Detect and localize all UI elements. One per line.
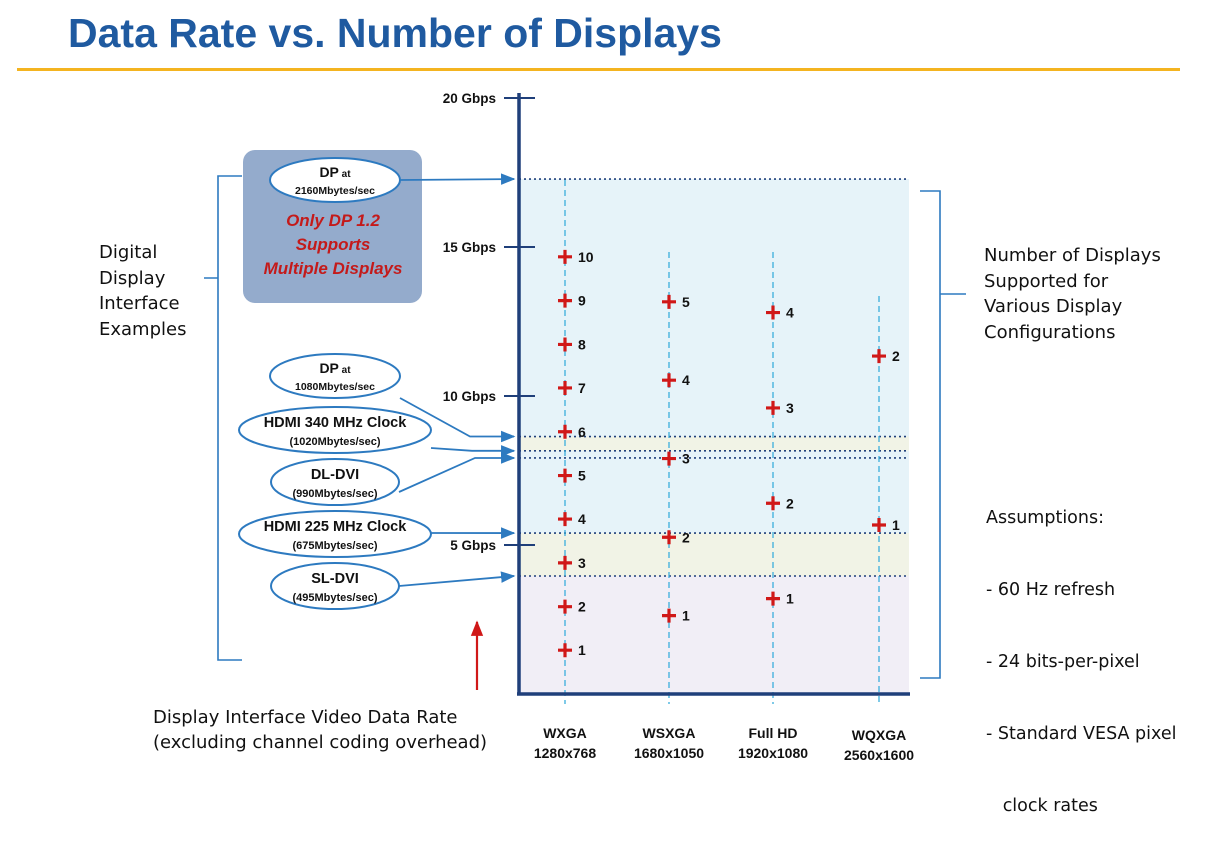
y-tick-label: 5 Gbps: [450, 538, 496, 553]
interface-name: HDMI 225 MHz Clock: [264, 519, 408, 535]
left-bracket: [204, 176, 242, 660]
display-count-label: 10: [578, 249, 594, 265]
x-category-name: WSXGA: [643, 725, 696, 741]
display-count-label: 2: [786, 495, 794, 511]
assumption-item: - 24 bits-per-pixel: [986, 650, 1176, 674]
assumption-item: - Standard VESA pixel: [986, 722, 1176, 746]
interface-rate: 1080Mbytes/sec: [295, 381, 375, 393]
interface-name: SL-DVI: [311, 571, 359, 587]
display-count-label: 5: [578, 468, 586, 484]
x-category-resolution: 1680x1050: [634, 745, 704, 761]
display-count-label: 7: [578, 380, 586, 396]
band-sl-dvi: [519, 576, 909, 694]
display-count-label: 1: [786, 591, 794, 607]
display-count-label: 4: [682, 372, 690, 388]
display-count-label: 4: [786, 305, 794, 321]
y-tick-label: 15 Gbps: [443, 240, 496, 255]
display-count-label: 2: [578, 599, 586, 615]
display-count-label: 1: [578, 642, 586, 658]
interface-rate: (495Mbytes/sec): [293, 592, 378, 604]
display-count-label: 6: [578, 424, 586, 440]
display-count-label: 5: [682, 294, 690, 310]
right-bracket-label: Number of Displays Supported for Various…: [984, 243, 1161, 345]
interface-rate: (675Mbytes/sec): [293, 540, 378, 552]
assumption-item: - 60 Hz refresh: [986, 578, 1176, 602]
display-count-label: 2: [682, 529, 690, 545]
dp-callout-text: Multiple Displays: [264, 259, 403, 278]
display-count-label: 8: [578, 336, 586, 352]
display-count-label: 3: [578, 555, 586, 571]
dp-callout-text: Only DP 1.2: [286, 211, 380, 230]
x-category-resolution: 1280x768: [534, 745, 597, 761]
interface-arrow: [399, 576, 514, 586]
interface-arrow: [399, 458, 514, 492]
display-count-label: 1: [682, 608, 690, 624]
display-count-label: 4: [578, 511, 586, 527]
display-count-label: 3: [786, 400, 794, 416]
interface-name: DL-DVI: [311, 467, 359, 483]
assumption-item: clock rates: [986, 794, 1176, 818]
y-tick-label: 20 Gbps: [443, 91, 496, 106]
display-count-label: 3: [682, 451, 690, 467]
x-category-name: WXGA: [543, 725, 587, 741]
interface-arrow: [431, 448, 514, 451]
x-category-resolution: 1920x1080: [738, 745, 808, 761]
y-tick-label: 10 Gbps: [443, 389, 496, 404]
assumptions-block: Assumptions: - 60 Hz refresh - 24 bits-p…: [986, 458, 1176, 842]
interface-name: HDMI 340 MHz Clock: [264, 415, 408, 431]
interface-arrow: [400, 179, 514, 180]
interface-rate: (990Mbytes/sec): [293, 488, 378, 500]
assumptions-heading: Assumptions:: [986, 506, 1176, 530]
x-category-name: Full HD: [749, 725, 798, 741]
display-count-label: 9: [578, 293, 586, 309]
display-count-label: 2: [892, 348, 900, 364]
interface-rate: 2160Mbytes/sec: [295, 185, 375, 197]
right-bracket: [920, 191, 966, 678]
band-hdmi-340: [519, 451, 909, 458]
bottom-caption: Display Interface Video Data Rate (exclu…: [153, 705, 487, 755]
dp-callout-text: Supports: [296, 235, 371, 254]
x-category-name: WQXGA: [852, 727, 906, 743]
interface-rate: (1020Mbytes/sec): [289, 436, 380, 448]
display-count-label: 1: [892, 517, 900, 533]
x-category-resolution: 2560x1600: [844, 747, 914, 763]
left-bracket-label: Digital Display Interface Examples: [99, 240, 186, 342]
